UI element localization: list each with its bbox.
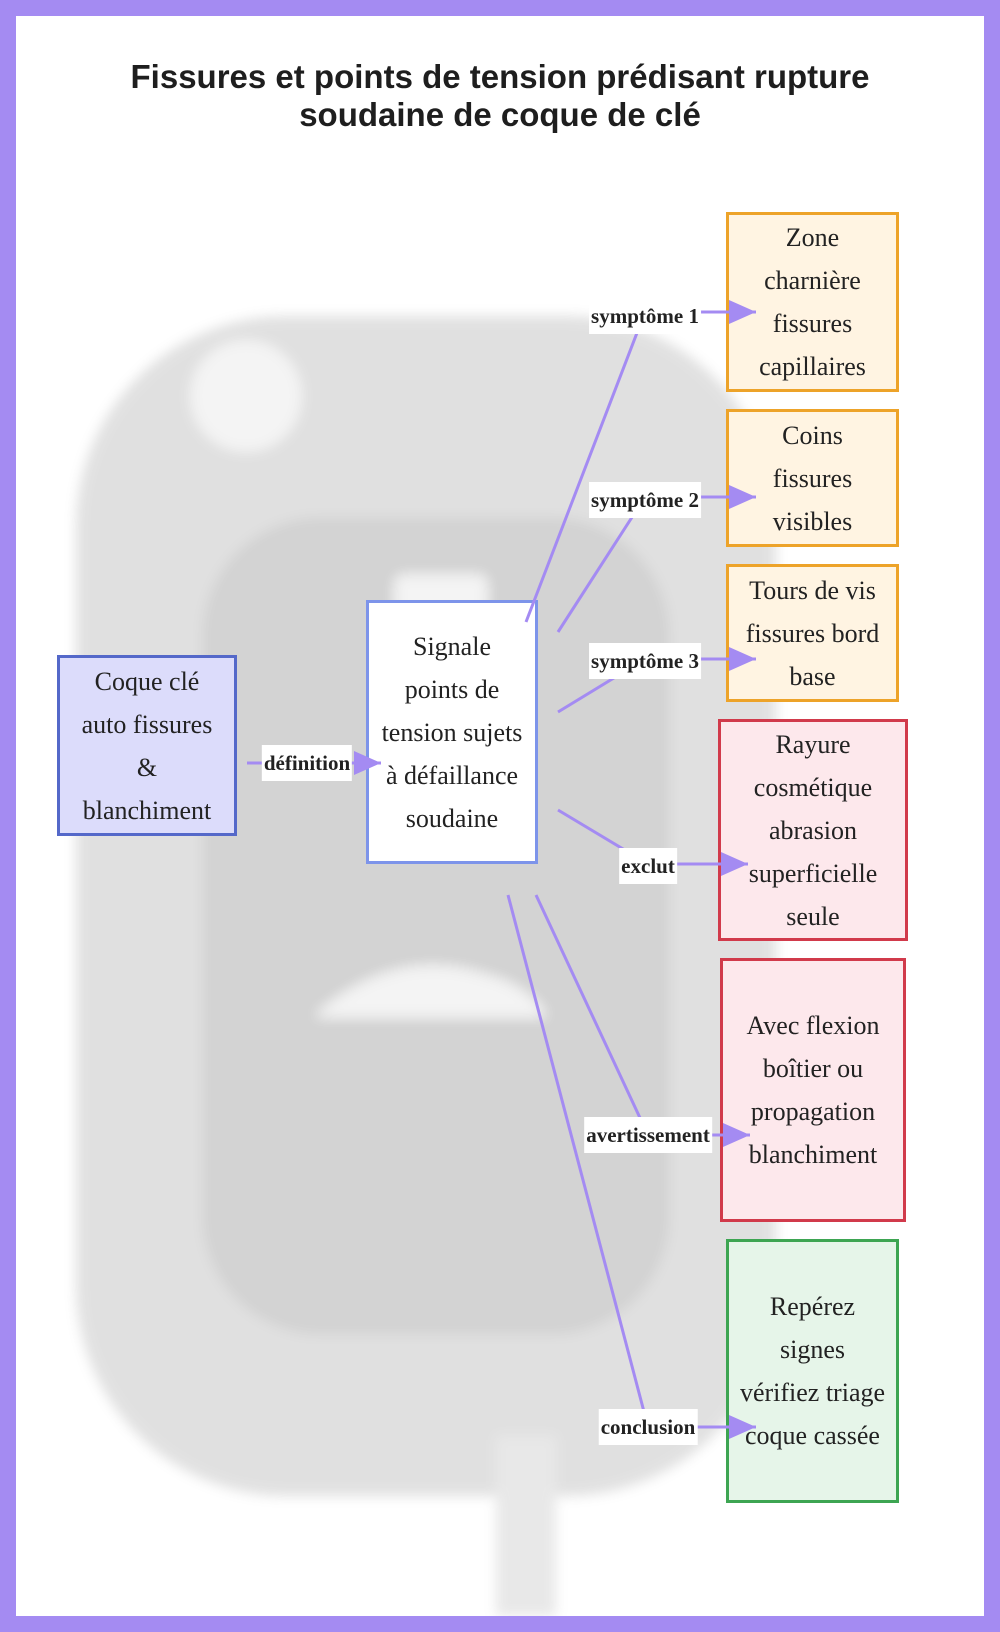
node-source: Coque clé auto fissures & blanchiment: [57, 655, 237, 836]
edge-label-exclut: exclut: [619, 848, 677, 884]
diagram-canvas: Fissures et points de tension prédisant …: [16, 16, 984, 1616]
edge-label-symptome-2: symptôme 2: [589, 482, 701, 518]
node-symptom-3: Tours de vis fissures bord base: [726, 564, 899, 702]
edge-symptome-1: [524, 300, 756, 623]
edge-conclusion: [506, 894, 756, 1439]
node-center: Signale points de tension sujets à défai…: [366, 600, 538, 864]
edge-label-symptome-3: symptôme 3: [589, 643, 701, 679]
node-conclusion: Repérez signes vérifiez triage coque cas…: [726, 1239, 899, 1503]
node-exclusion: Rayure cosmétique abrasion superficielle…: [718, 719, 908, 941]
diagram-title: Fissures et points de tension prédisant …: [130, 58, 870, 133]
edge-label-definition: définition: [261, 745, 353, 781]
node-symptom-2: Coins fissures visibles: [726, 409, 899, 547]
edge-label-avertissement: avertissement: [584, 1117, 712, 1153]
car-key-background-image: [76, 316, 776, 1616]
edge-avertissement: [534, 894, 750, 1147]
node-symptom-1: Zone charnière fissures capillaires: [726, 212, 899, 392]
node-warning: Avec flexion boîtier ou propagation blan…: [720, 958, 906, 1222]
edge-label-conclusion: conclusion: [598, 1409, 698, 1445]
edge-label-symptome-1: symptôme 1: [589, 298, 701, 334]
